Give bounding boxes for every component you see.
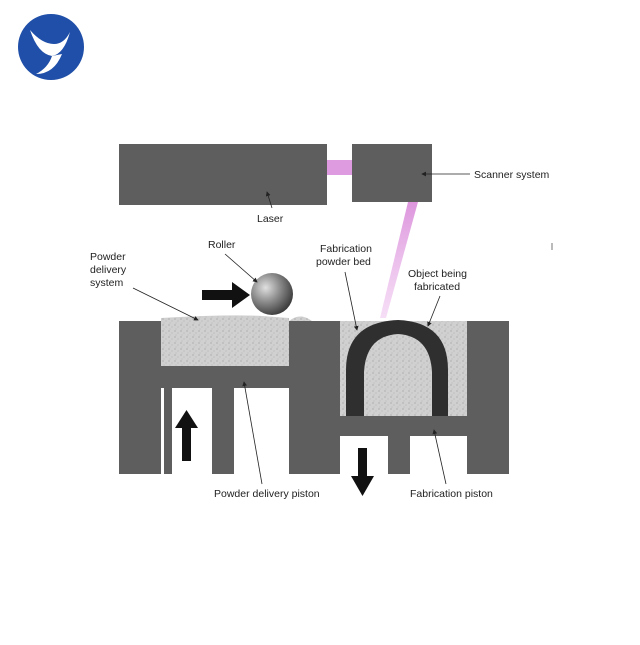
fabrication-piston-plate [340,416,467,436]
right-outer-wall [467,321,509,474]
scanner-box [352,144,432,202]
label-scanner: Scanner system [474,169,550,181]
powder-piston-up-arrow [175,410,198,461]
laser-box [119,144,327,205]
powder-delivery-piston-plate [161,366,289,388]
laser-beam-horizontal [327,160,352,175]
leader-lines [132,171,470,485]
brand-logo [18,14,84,80]
label-object-1: Object being [408,268,467,280]
fabricated-object [346,320,448,416]
roller-push-arrow [202,282,250,308]
label-roller: Roller [208,239,236,251]
powder-piston-rod-center [212,388,234,474]
fabrication-piston-down-arrow [351,448,374,496]
label-fab-bed-2: powder bed [316,256,371,268]
label-powder-piston: Powder delivery piston [214,488,320,500]
middle-wall [289,321,340,474]
powder-mound [161,315,289,321]
label-powder-delivery-2: delivery [90,264,127,276]
label-powder-delivery-1: Powder [90,251,126,263]
label-object-2: fabricated [414,281,460,293]
left-outer-wall [119,321,161,474]
roller [251,273,293,315]
powder-piston-rod-left [164,388,172,474]
powder-delivery-bed [161,321,289,366]
powder-spill [289,316,312,321]
label-laser: Laser [257,213,284,225]
label-fab-bed-1: Fabrication [320,243,372,255]
laser-beam-diagonal [380,202,418,318]
fabrication-piston-rod [388,436,410,474]
label-fab-piston: Fabrication piston [410,488,493,500]
label-powder-delivery-3: system [90,277,124,289]
